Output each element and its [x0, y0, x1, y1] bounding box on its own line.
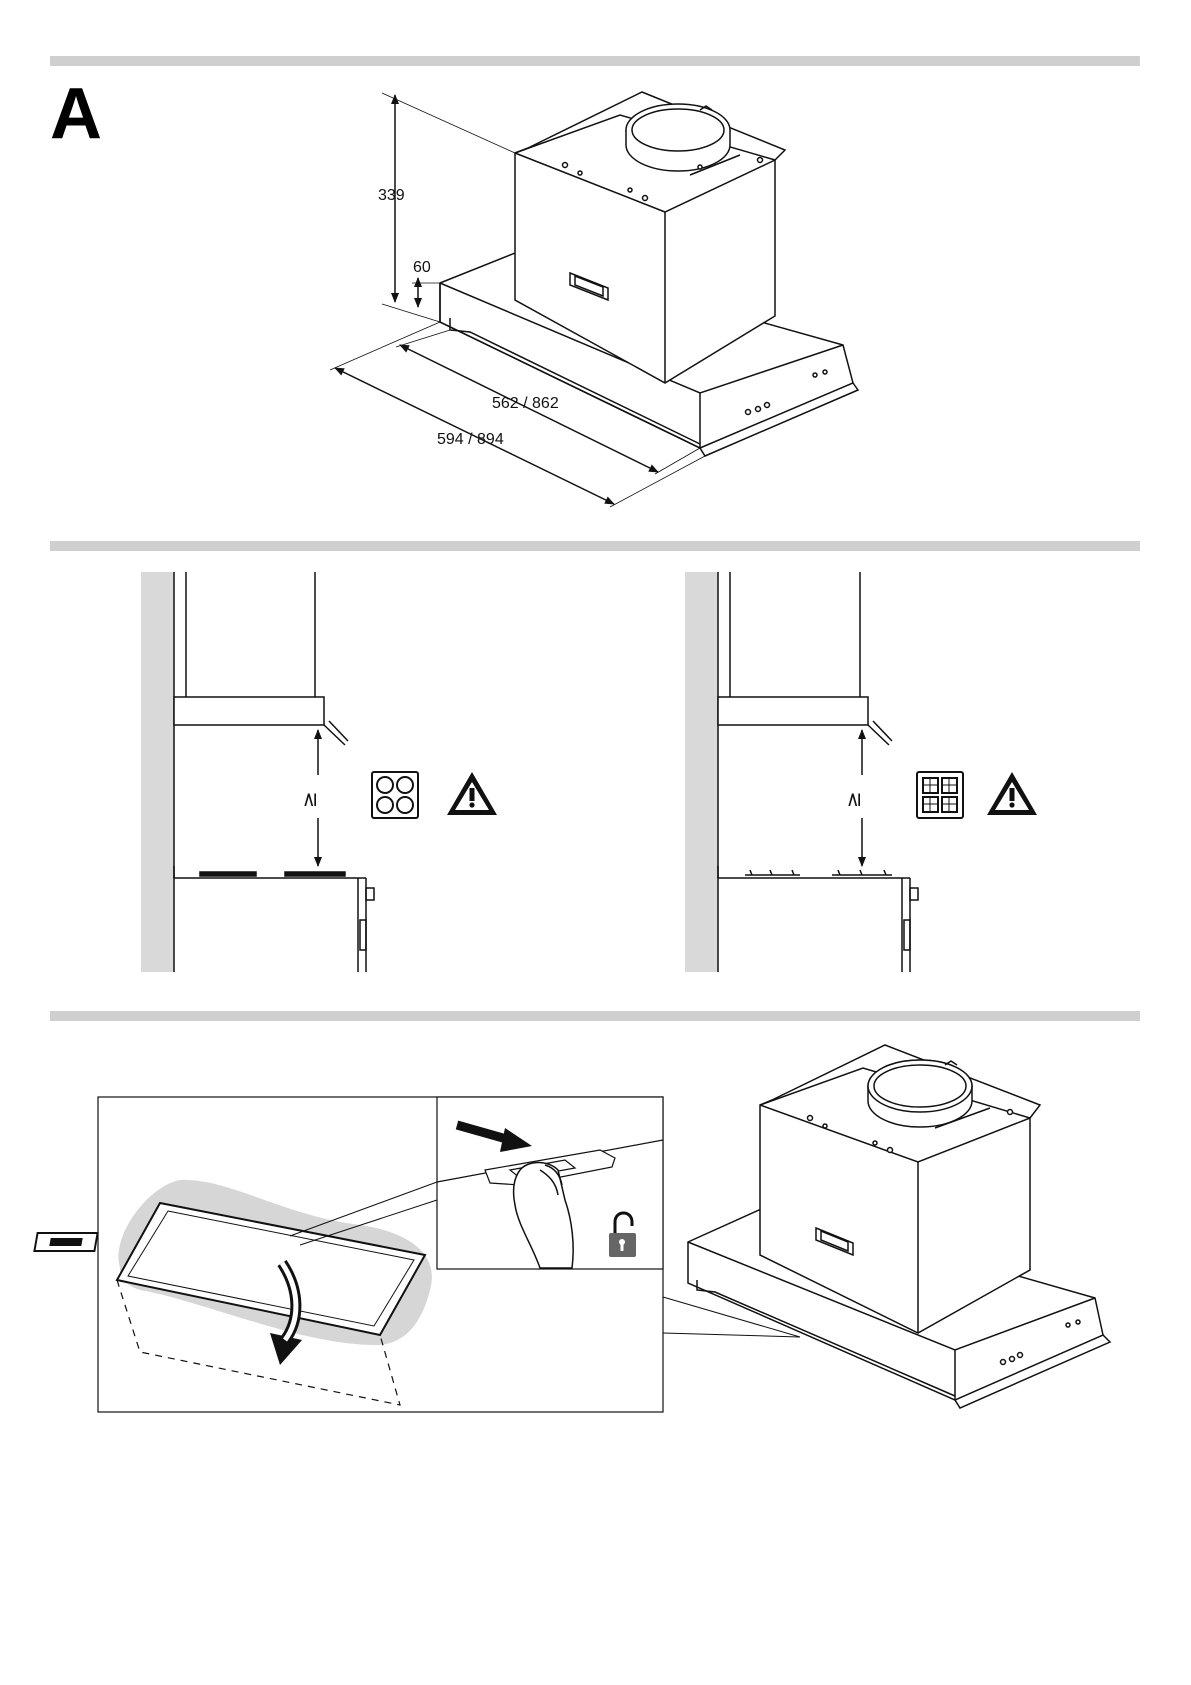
gas-hob-icon [917, 772, 963, 818]
dimension-canopy-label: 60 [413, 259, 431, 276]
hood-dimension-drawing [330, 92, 858, 507]
dimension-height-label: 339 [378, 187, 405, 204]
warning-icon [447, 772, 497, 815]
warning-icon [987, 772, 1037, 815]
clearance-gas-drawing [685, 572, 1037, 972]
clearance-electric-symbol: ≥ [297, 791, 321, 808]
filter-removal-detail [34, 1097, 800, 1412]
dimension-outer-width-label: 594 / 894 [437, 431, 504, 448]
hood-illustration [688, 1045, 1110, 1408]
dimension-inner-width-label: 562 / 862 [492, 395, 559, 412]
clearance-gas-symbol: ≥ [841, 791, 865, 808]
electric-hob-icon [372, 772, 418, 818]
clearance-electric-drawing [141, 572, 497, 972]
